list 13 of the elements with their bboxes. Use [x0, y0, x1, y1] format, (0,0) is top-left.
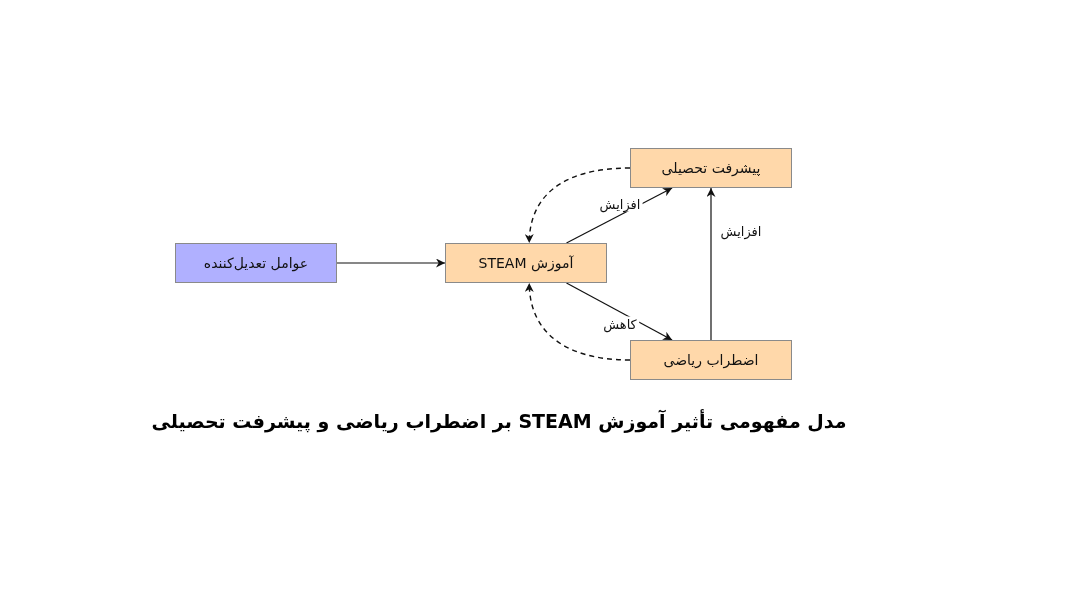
- arrow: [565, 282, 673, 341]
- edge-label: افزایش: [597, 196, 643, 212]
- process-box: پیشرفت تحصیلی: [630, 148, 792, 188]
- arrow: [525, 167, 631, 244]
- process-box: عوامل تعدیل‌کننده: [175, 243, 337, 283]
- edge-label: کاهش: [601, 316, 639, 332]
- caption: مدل مفهومی تأثیر آموزش STEAM بر اضطراب ریاضی و پیشرفت تحصیلی: [151, 410, 847, 432]
- process-box: آموزش STEAM: [445, 243, 607, 283]
- arrow: [525, 282, 631, 361]
- process-box: اضطراب ریاضی: [630, 340, 792, 380]
- edge-label: افزایش: [718, 223, 764, 239]
- arrow: [336, 258, 446, 268]
- arrow: [706, 187, 716, 341]
